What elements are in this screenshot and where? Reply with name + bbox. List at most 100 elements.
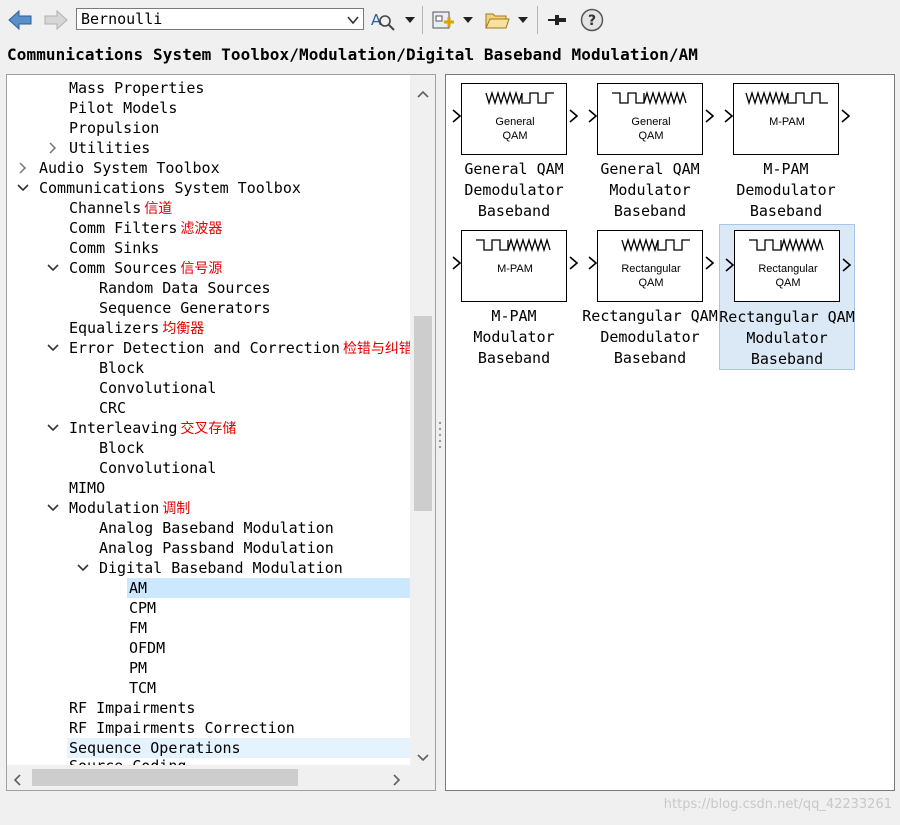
- scroll-up-icon[interactable]: [417, 83, 429, 102]
- svg-text:A: A: [371, 11, 382, 29]
- library-path: Communications System Toolbox/Modulation…: [7, 45, 699, 64]
- chevron-down-icon[interactable]: [45, 338, 61, 358]
- help-icon[interactable]: ?: [578, 6, 606, 34]
- open-chevron-icon[interactable]: [515, 6, 531, 34]
- library-tree[interactable]: Mass Properties Pilot Models Propulsion …: [6, 74, 436, 791]
- block-icon-label: General: [495, 116, 535, 128]
- scroll-left-icon[interactable]: [13, 771, 21, 790]
- chevron-down-icon[interactable]: [15, 178, 31, 198]
- tree-item[interactable]: Propulsion: [69, 119, 160, 137]
- new-model-chevron-icon[interactable]: [460, 6, 476, 34]
- tree-item[interactable]: Pilot Models: [69, 99, 178, 117]
- tree-item[interactable]: TCM: [129, 679, 157, 697]
- block-icon-label: QAM: [638, 277, 664, 289]
- block-icon-label: Rectangular: [621, 263, 681, 275]
- waveform-icon: [485, 90, 554, 106]
- vertical-scrollbar[interactable]: [410, 75, 435, 765]
- search-combobox[interactable]: Bernoulli: [76, 8, 364, 30]
- tree-item[interactable]: Random Data Sources: [99, 279, 271, 297]
- hover-row-highlight: [67, 738, 410, 758]
- tree-item[interactable]: CRC: [99, 399, 127, 417]
- chevron-down-icon[interactable]: [45, 418, 61, 438]
- tree-item[interactable]: Convolutional: [99, 379, 217, 397]
- tree-item[interactable]: RF Impairments Correction: [69, 719, 295, 737]
- back-arrow-icon[interactable]: [6, 6, 34, 34]
- tree-item[interactable]: Utilities: [49, 138, 150, 158]
- tree-item-selected[interactable]: AM: [129, 579, 148, 597]
- tree-item[interactable]: FM: [129, 619, 148, 637]
- chevron-down-icon[interactable]: [45, 258, 61, 278]
- block-icon: Rectangular QAM: [734, 230, 840, 302]
- tree-item[interactable]: Comm Sinks: [69, 239, 160, 257]
- input-port-icon: [588, 256, 598, 270]
- input-port-icon: [452, 256, 462, 270]
- tree-item[interactable]: OFDM: [129, 639, 166, 657]
- chevron-right-icon[interactable]: [15, 158, 31, 178]
- tree-item[interactable]: Block: [99, 359, 145, 377]
- chevron-right-icon[interactable]: [45, 138, 61, 158]
- block-icon-label: QAM: [775, 277, 801, 289]
- output-port-icon: [705, 109, 715, 123]
- chevron-down-icon[interactable]: [346, 12, 360, 31]
- tree-item[interactable]: Mass Properties: [69, 79, 205, 97]
- input-port-icon: [724, 109, 734, 123]
- waveform-icon: [621, 237, 690, 253]
- horizontal-scroll-thumb[interactable]: [32, 769, 298, 786]
- tree-item[interactable]: RF Impairments: [69, 699, 196, 717]
- tree-item[interactable]: Sequence Operations: [69, 739, 241, 757]
- tree-item[interactable]: CPM: [129, 599, 157, 617]
- block-icon-label: Rectangular: [758, 263, 818, 275]
- watermark: https://blog.csdn.net/qq_42233261: [663, 797, 892, 812]
- pin-icon[interactable]: [543, 6, 571, 34]
- tree-item[interactable]: PM: [129, 659, 148, 677]
- vertical-scroll-thumb[interactable]: [414, 316, 432, 511]
- new-model-icon[interactable]: [428, 6, 458, 34]
- tree-item[interactable]: MIMO: [69, 479, 106, 497]
- output-port-icon: [569, 256, 579, 270]
- tree-item[interactable]: Analog Baseband Modulation: [99, 519, 334, 537]
- annotation-note: 信道: [144, 201, 173, 217]
- open-folder-icon[interactable]: [482, 6, 512, 34]
- find-options-chevron-icon[interactable]: [402, 6, 418, 34]
- output-port-icon: [705, 256, 715, 270]
- annotation-note: 调制: [162, 501, 191, 517]
- scroll-right-icon[interactable]: [393, 771, 401, 790]
- chevron-down-icon[interactable]: [45, 498, 61, 518]
- chevron-down-icon[interactable]: [75, 558, 91, 578]
- tree-item[interactable]: Block: [99, 439, 145, 457]
- tree-item[interactable]: Communications System Toolbox: [17, 178, 301, 198]
- scroll-down-icon[interactable]: [417, 747, 429, 766]
- input-port-icon: [452, 109, 462, 123]
- pane-splitter-grip[interactable]: [437, 420, 443, 450]
- tree-item[interactable]: Sequence Generators: [99, 299, 271, 317]
- tree-item[interactable]: Audio System Toolbox: [19, 158, 220, 178]
- annotation-note: 交叉存储: [180, 421, 237, 437]
- tree-item[interactable]: Analog Passband Modulation: [99, 539, 334, 557]
- output-port-icon: [841, 109, 851, 123]
- block-icon: Rectangular QAM: [597, 230, 703, 302]
- tree-item[interactable]: Convolutional: [99, 459, 217, 477]
- forward-arrow-icon[interactable]: [42, 6, 70, 34]
- tree-item[interactable]: Digital Baseband Modulation: [77, 558, 343, 578]
- waveform-icon: [476, 237, 551, 253]
- find-block-icon[interactable]: A: [368, 6, 398, 34]
- search-input[interactable]: Bernoulli: [81, 10, 163, 28]
- horizontal-scrollbar[interactable]: [7, 765, 435, 790]
